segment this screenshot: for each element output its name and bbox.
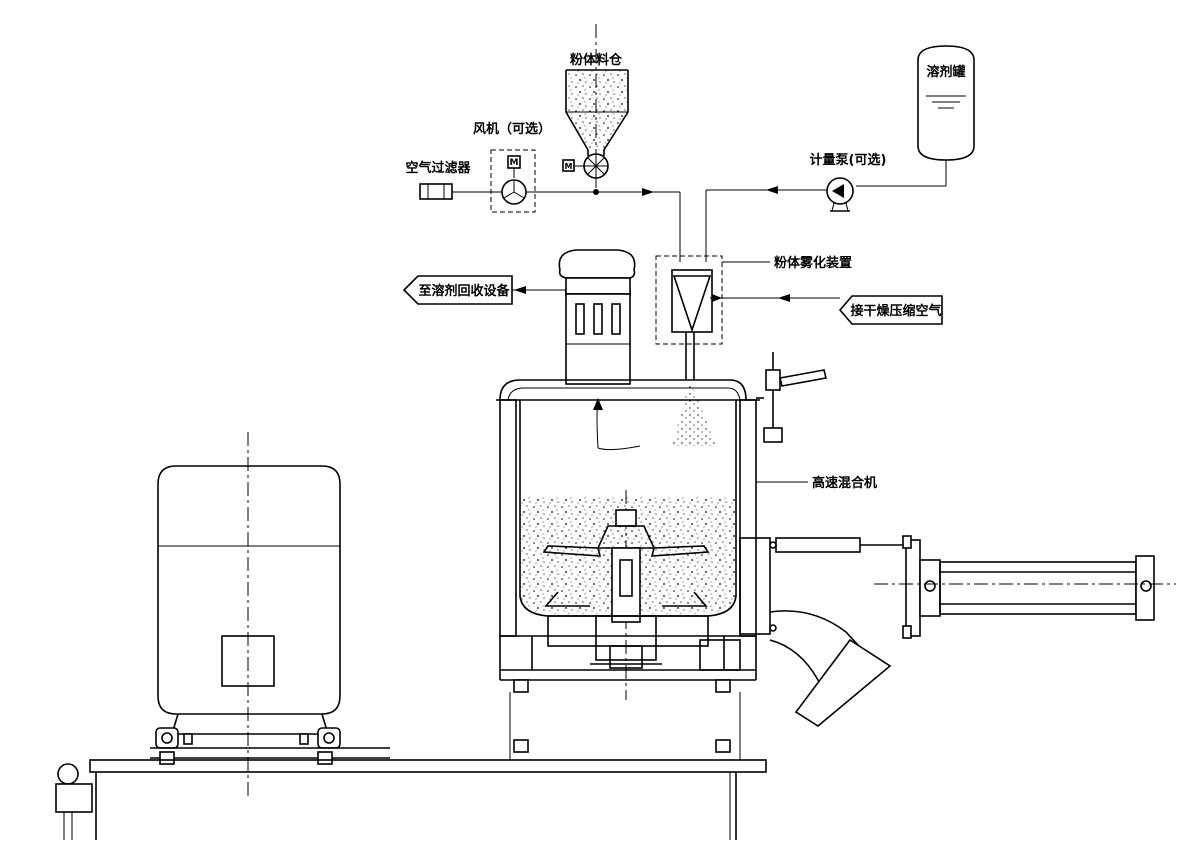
air-filter-label: 空气过滤器 xyxy=(405,160,471,176)
dry-air-label: 接干燥压缩空气 xyxy=(850,303,941,319)
mixer-label: 高速混合机 xyxy=(812,475,877,491)
fan-label: 风机（可选） xyxy=(473,121,551,137)
fan: M 风机（可选） xyxy=(473,121,551,213)
mixer: 高速混合机 xyxy=(496,249,1176,760)
recovery-outlet: 至溶剂回收设备 xyxy=(402,275,566,305)
drive-motor xyxy=(150,432,390,800)
air-filter: 空气过滤器 xyxy=(405,160,471,200)
solvent-tank: 溶剂罐 xyxy=(917,45,975,161)
recovery-label: 至溶剂回收设备 xyxy=(418,283,510,299)
metering-pump-label: 计量泵(可选) xyxy=(810,152,887,168)
atomizer-label: 粉体雾化装置 xyxy=(774,255,852,271)
process-piping xyxy=(452,24,947,262)
powder-bin: M 粉体料仓 xyxy=(562,52,629,179)
powder-atomizer: 粉体雾化装置 xyxy=(655,255,852,380)
bin-motor-symbol: M xyxy=(565,162,573,171)
dry-air-inlet: 接干燥压缩空气 xyxy=(778,294,943,325)
powder-bin-label: 粉体料仓 xyxy=(570,52,623,68)
metering-pump: 计量泵(可选) xyxy=(810,152,887,212)
solvent-tank-label: 溶剂罐 xyxy=(926,64,965,80)
base-frame xyxy=(55,759,767,840)
fan-motor-symbol: M xyxy=(510,158,519,168)
